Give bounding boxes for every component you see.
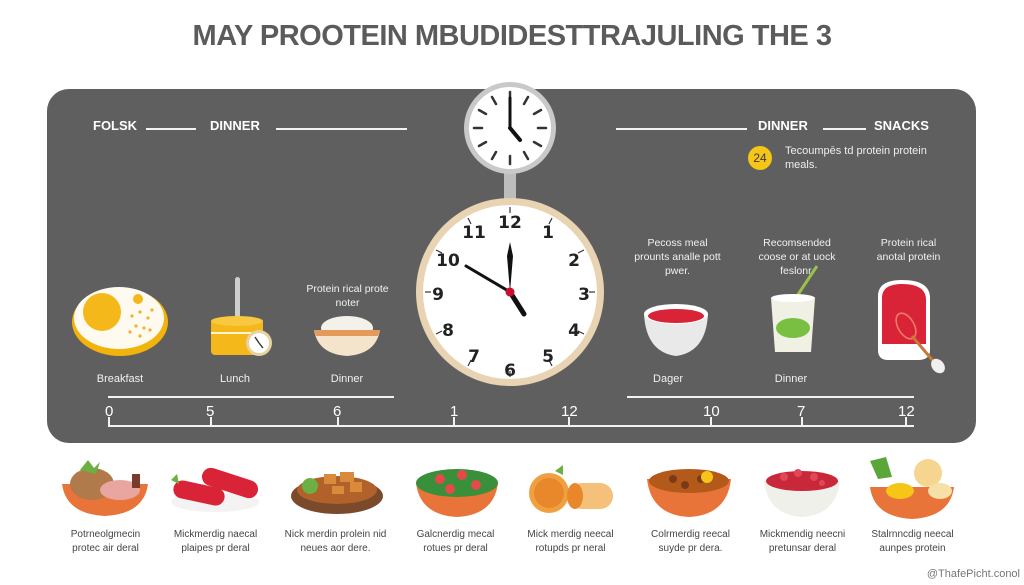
meal-label-dinner: Dinner: [330, 373, 364, 385]
svg-text:6: 6: [504, 361, 516, 381]
note-dinner-left: Protein rical prote noter: [306, 283, 389, 309]
watermark: @ThafePicht.conol: [926, 568, 1020, 580]
svg-text:7: 7: [468, 347, 480, 367]
page-title: MAY PROOTEIN MBUDIDESTTRAJULING THE 3: [192, 20, 832, 52]
red-soup-bowl-icon: [644, 304, 708, 356]
badge-description: Tecoumpēs td protein protein meals.: [785, 145, 927, 171]
svg-text:10: 10: [436, 251, 460, 271]
tick-mark: [568, 417, 570, 426]
svg-text:2: 2: [568, 251, 580, 271]
berry-bowl-icon: [764, 469, 840, 517]
meal-label-breakfast: Breakfast: [96, 373, 144, 385]
header-label-folsk: FOLSK: [93, 118, 138, 133]
svg-text:11: 11: [462, 223, 486, 243]
svg-text:9: 9: [432, 285, 444, 305]
tick-label: 12: [561, 403, 578, 420]
fruit-bowl-icon: [870, 457, 954, 519]
fried-egg-icon: [72, 287, 168, 356]
header-label-dinner-right: DINNER: [758, 118, 808, 133]
count-badge: 24: [748, 146, 772, 170]
wall-clock-icon: [464, 82, 556, 210]
svg-text:4: 4: [568, 321, 580, 341]
svg-text:8: 8: [442, 321, 454, 341]
tick-mark: [801, 417, 803, 426]
clock-number-12: 12: [498, 213, 522, 233]
tick-mark: [108, 417, 110, 426]
tick-label: 0: [105, 403, 114, 420]
tick-mark: [210, 417, 212, 426]
note-dinner-right: Recomsended coose or at uock feslonr.: [758, 237, 836, 277]
header-divider: [146, 128, 196, 130]
header-label-dinner-left: DINNER: [210, 118, 260, 133]
curry-bowl-icon: [647, 469, 731, 517]
svg-text:1: 1: [542, 223, 554, 243]
analog-clock-icon: 12 1 2 3 4 5 6 7 8 9 10 11: [416, 198, 604, 386]
header-divider: [616, 128, 747, 130]
tick-mark: [710, 417, 712, 426]
meal-label-lunch: Lunch: [220, 373, 250, 385]
header-label-snacks: SNACKS: [874, 118, 929, 133]
tick-label: 12: [898, 403, 915, 420]
note-dager: Pecoss meal prounts analle pott pwer.: [634, 237, 721, 277]
tick-label: 1: [450, 403, 459, 420]
sliced-fruit-icon: [529, 465, 613, 513]
svg-text:5: 5: [542, 347, 554, 367]
svg-text:3: 3: [578, 285, 590, 305]
honey-jar-icon: [211, 277, 272, 356]
meal-label-dinner-right: Dinner: [774, 373, 808, 385]
rice-bowl-icon: [314, 316, 380, 356]
header-divider: [276, 128, 407, 130]
note-snacks: Protein rical anotal protein: [876, 237, 941, 263]
tick-label: 5: [206, 403, 215, 420]
salad-bowl-icon: [416, 469, 498, 517]
axis-upper-line-right: [627, 396, 914, 398]
tick-mark: [337, 417, 339, 426]
timeline-axis: [108, 425, 914, 427]
tick-label: 7: [797, 403, 806, 420]
tick-mark: [453, 417, 455, 426]
sausages-icon: [171, 467, 259, 512]
smoothie-glass-icon: [771, 265, 819, 352]
stir-fry-plate-icon: [291, 472, 383, 514]
red-sauce-dish-icon: [878, 280, 945, 374]
axis-upper-line-left: [108, 396, 394, 398]
roast-meat-bowl-icon: [62, 460, 148, 516]
tick-label: 10: [703, 403, 720, 420]
meal-label-dager: Dager: [653, 373, 683, 385]
tick-mark: [905, 417, 907, 426]
header-divider: [823, 128, 866, 130]
tick-label: 6: [333, 403, 342, 420]
